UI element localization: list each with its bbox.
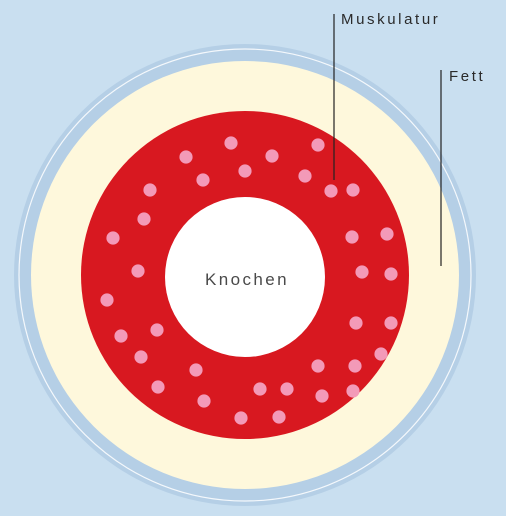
marbling-dot — [143, 183, 156, 196]
marbling-dot — [298, 169, 311, 182]
marbling-dot — [355, 265, 368, 278]
marbling-dot — [324, 184, 337, 197]
marbling-dot — [238, 164, 251, 177]
marbling-dot — [384, 267, 397, 280]
marbling-dot — [374, 347, 387, 360]
marbling-dot — [380, 227, 393, 240]
marbling-dot — [265, 149, 278, 162]
marbling-dot — [196, 173, 209, 186]
marbling-dot — [346, 384, 359, 397]
marbling-dot — [311, 359, 324, 372]
marbling-dot — [197, 394, 210, 407]
marbling-dot — [315, 389, 328, 402]
marbling-dot — [150, 323, 163, 336]
marbling-dot — [179, 150, 192, 163]
marbling-dot — [234, 411, 247, 424]
marbling-dot — [114, 329, 127, 342]
marbling-dot — [137, 212, 150, 225]
marbling-dot — [224, 136, 237, 149]
marbling-dot — [348, 359, 361, 372]
marbling-dot — [151, 380, 164, 393]
marbling-dot — [131, 264, 144, 277]
marbling-dot — [272, 410, 285, 423]
marbling-dot — [384, 316, 397, 329]
fett-label: Fett — [449, 68, 485, 85]
marbling-dot — [106, 231, 119, 244]
marbling-dot — [134, 350, 147, 363]
muskulatur-label: Muskulatur — [341, 11, 440, 28]
marbling-dot — [346, 183, 359, 196]
marbling-dot — [280, 382, 293, 395]
marbling-dot — [349, 316, 362, 329]
marbling-dot — [345, 230, 358, 243]
marbling-dot — [253, 382, 266, 395]
marbling-dot — [100, 293, 113, 306]
marbling-dot — [311, 138, 324, 151]
marbling-dot — [189, 363, 202, 376]
knochen-label: Knochen — [205, 270, 289, 289]
